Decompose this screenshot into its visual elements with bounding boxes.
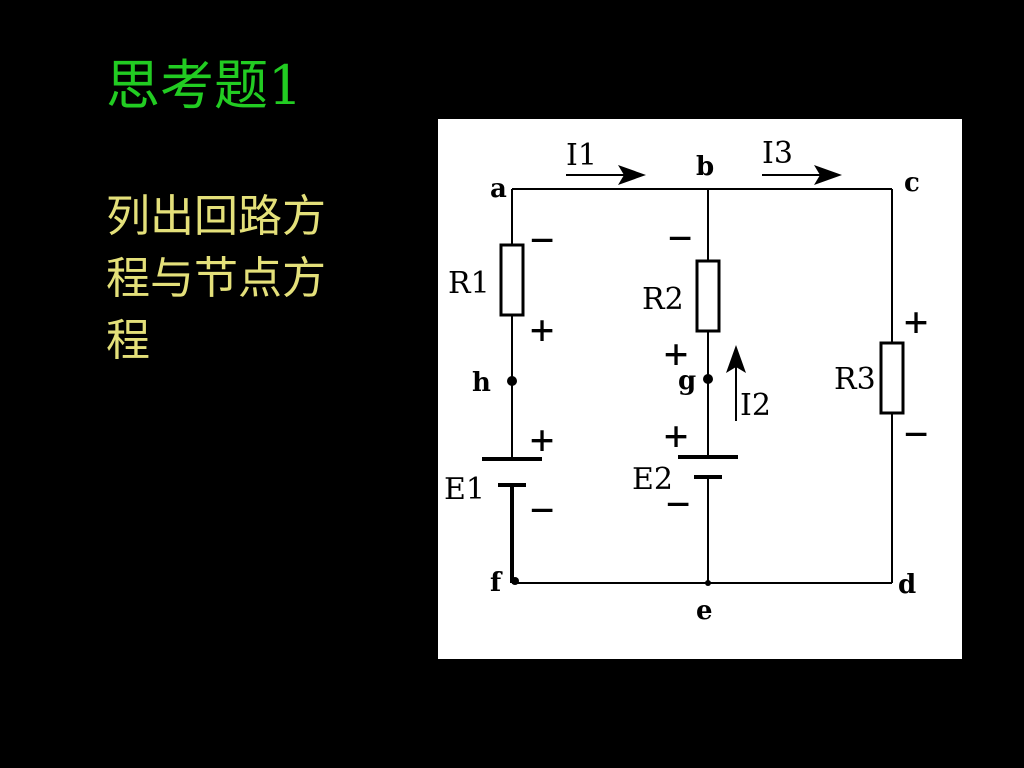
- sign-e1-bottom: −: [530, 487, 554, 533]
- label-r2: R2: [642, 282, 684, 317]
- node-label-h: h: [472, 368, 491, 398]
- current-arrow-i1: [566, 165, 646, 185]
- resistor-r2: [695, 259, 721, 333]
- body-line-2: 程与节点方: [106, 253, 326, 304]
- sign-e2-top: +: [664, 413, 688, 459]
- node-label-b: b: [696, 152, 714, 182]
- node-label-d: d: [898, 570, 916, 600]
- junction-h: [507, 376, 517, 386]
- sign-r3-bottom: −: [904, 411, 928, 457]
- circuit-diagram: a b c d e f g h R1 R2 R3 E1 E2 I1 I3 I2 …: [438, 119, 962, 659]
- label-e2: E2: [632, 462, 673, 497]
- node-label-g: g: [678, 366, 696, 396]
- sign-e1-top: +: [530, 417, 554, 463]
- label-r1: R1: [448, 266, 490, 301]
- slide-body-text: 列出回路方 程与节点方 程: [106, 186, 386, 372]
- label-e1: E1: [444, 472, 485, 507]
- label-r3: R3: [834, 362, 876, 397]
- sign-r3-top: +: [904, 299, 928, 345]
- sign-r2-top: −: [668, 215, 692, 261]
- circuit-svg: a b c d e f g h R1 R2 R3 E1 E2 I1 I3 I2 …: [444, 136, 928, 626]
- label-i3: I3: [762, 136, 793, 171]
- sign-e2-bottom: −: [666, 481, 690, 527]
- junction-e: [705, 580, 711, 586]
- body-line-1: 列出回路方: [106, 191, 326, 242]
- node-label-c: c: [904, 168, 920, 198]
- resistor-r1: [499, 243, 525, 317]
- label-i2: I2: [740, 388, 771, 423]
- sign-r1-top: −: [530, 217, 554, 263]
- current-arrow-i2: [726, 345, 746, 421]
- junction-g: [703, 374, 713, 384]
- node-label-f: f: [490, 568, 503, 598]
- slide-title: 思考题1: [106, 54, 303, 117]
- label-i1: I1: [566, 138, 597, 173]
- junction-f: [511, 577, 519, 585]
- body-line-3: 程: [106, 315, 150, 366]
- current-arrow-i3: [762, 165, 842, 185]
- sign-r1-bottom: +: [530, 307, 554, 353]
- resistor-r3: [879, 341, 905, 415]
- node-label-e: e: [696, 596, 713, 626]
- node-label-a: a: [490, 174, 507, 204]
- sign-r2-bottom: +: [664, 331, 688, 377]
